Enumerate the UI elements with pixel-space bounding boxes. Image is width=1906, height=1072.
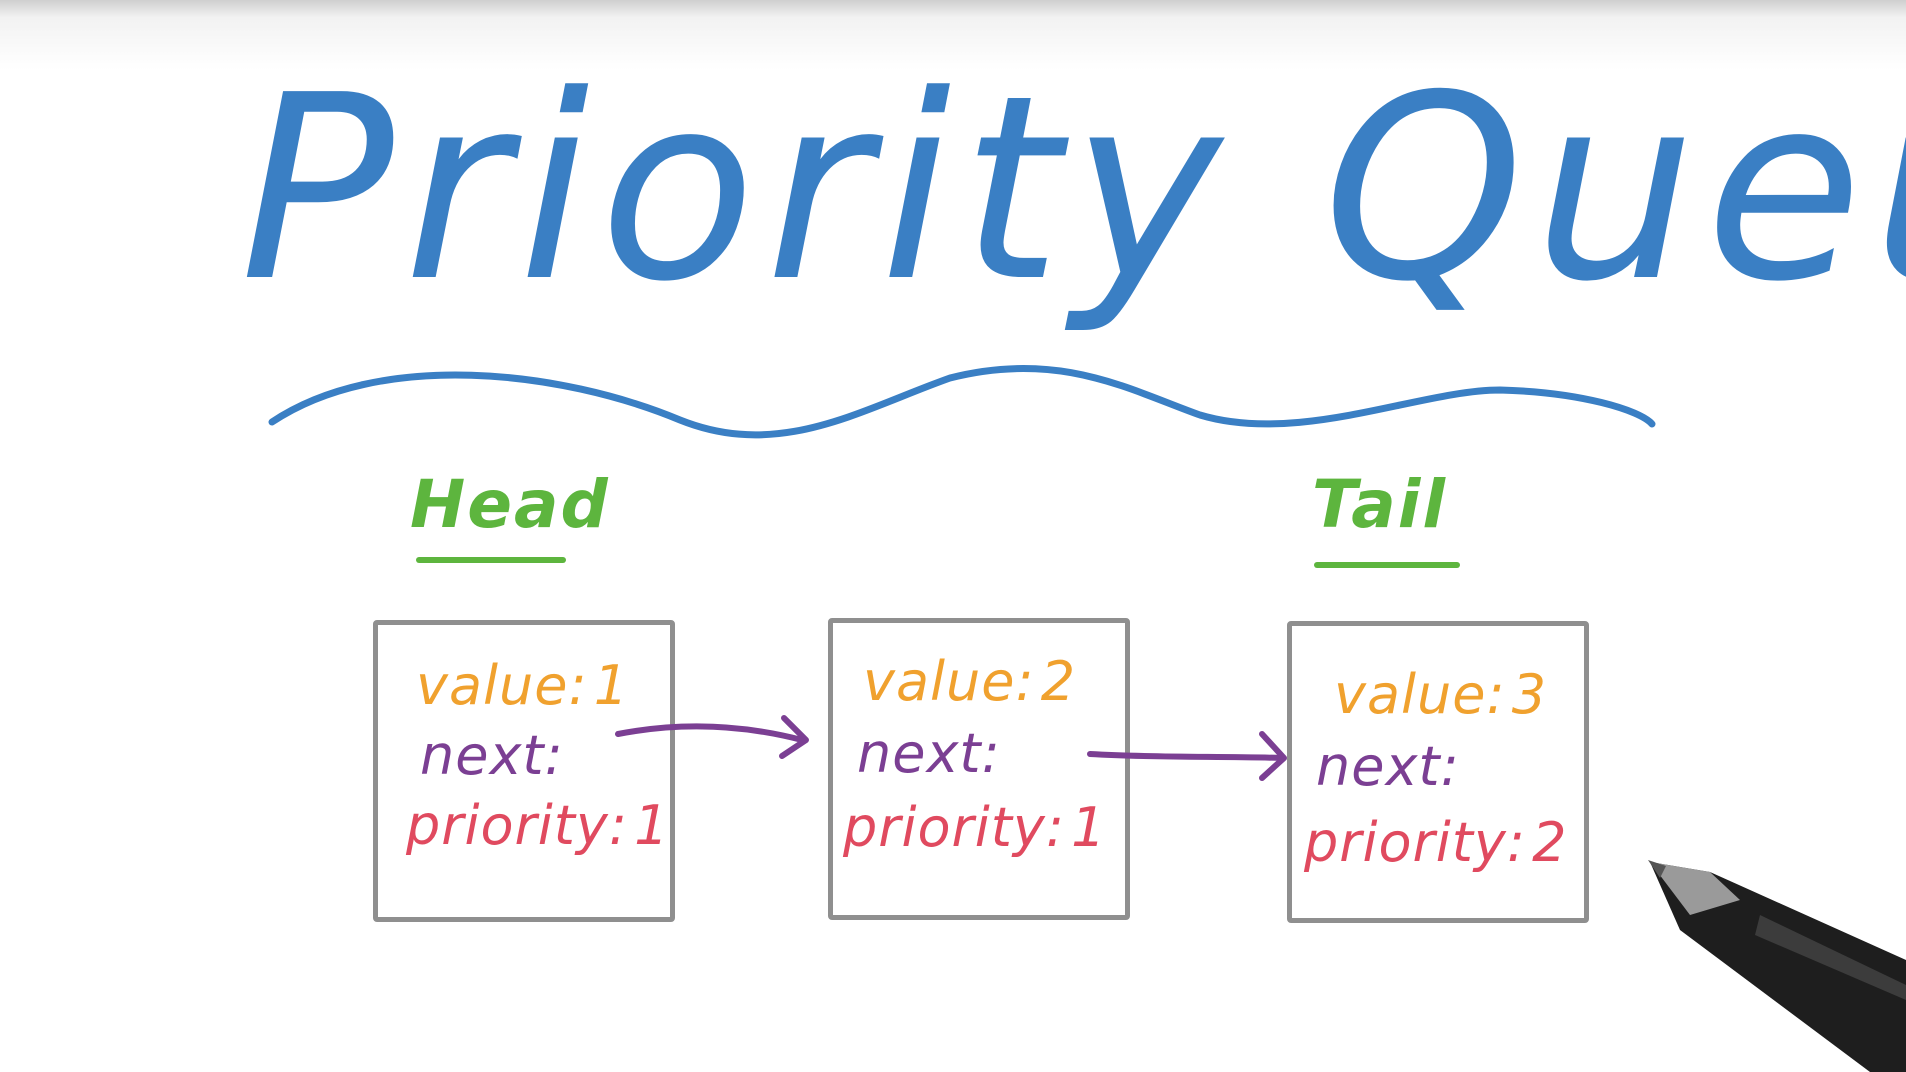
node-priority-field: priority:1 <box>843 796 1107 859</box>
page-title: Priority Queue <box>240 41 1906 338</box>
tail-label: Tail <box>1312 466 1447 543</box>
title-wavy-underline <box>268 364 1656 439</box>
value-number: 1 <box>593 654 630 717</box>
node-value-field: value:1 <box>416 654 630 717</box>
node-next-field: next: <box>1316 735 1460 798</box>
priority-number: 1 <box>634 794 670 857</box>
value-label: value <box>1334 663 1487 726</box>
value-number: 2 <box>1040 650 1077 713</box>
node-priority-field: priority:2 <box>1304 811 1568 874</box>
pen-icon <box>1648 860 1906 1072</box>
value-number: 3 <box>1511 663 1548 726</box>
next-label: next <box>1316 735 1441 798</box>
queue-node-3: value:3 next: priority:2 <box>1287 621 1589 923</box>
priority-label: priority <box>843 796 1046 859</box>
tail-underline <box>1314 562 1460 568</box>
value-label: value <box>863 650 1016 713</box>
head-label: Head <box>410 466 610 543</box>
top-shadow <box>0 0 1906 70</box>
head-underline <box>416 557 566 563</box>
queue-node-1: value:1 next: priority:1 <box>373 620 675 922</box>
queue-node-2: value:2 next: priority:1 <box>828 618 1130 920</box>
node-next-field: next: <box>420 724 564 787</box>
node-priority-field: priority:1 <box>406 794 670 857</box>
priority-label: priority <box>1304 811 1507 874</box>
next-label: next <box>857 722 982 785</box>
priority-number: 1 <box>1071 796 1107 859</box>
value-label: value <box>416 654 569 717</box>
node-value-field: value:2 <box>863 650 1077 713</box>
node-next-field: next: <box>857 722 1001 785</box>
next-label: next <box>420 724 545 787</box>
priority-label: priority <box>406 794 609 857</box>
priority-number: 2 <box>1532 811 1568 874</box>
node-value-field: value:3 <box>1334 663 1548 726</box>
